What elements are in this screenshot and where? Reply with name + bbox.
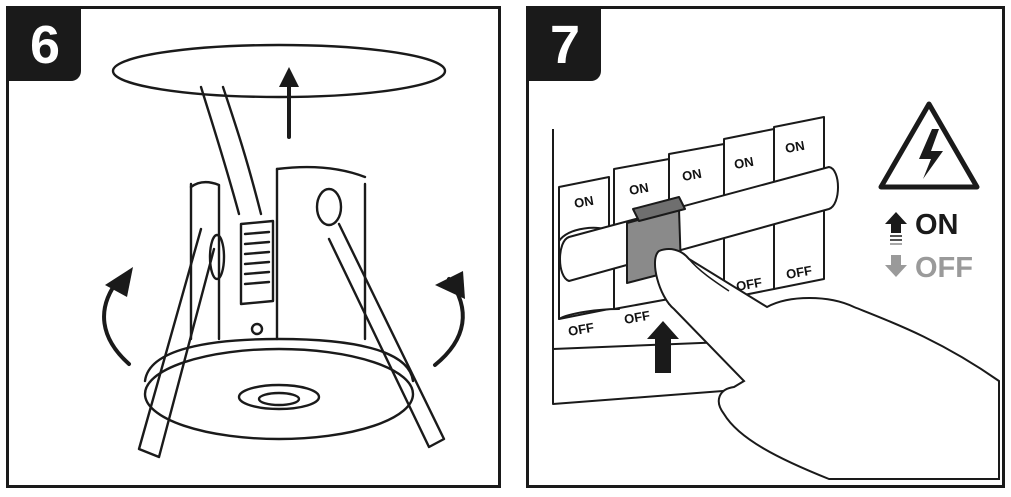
legend-on: ON	[885, 209, 959, 245]
step-number-badge: 6	[9, 9, 81, 81]
right-rotate-arrow-icon	[435, 271, 465, 299]
step-7-panel: 7	[526, 6, 1005, 488]
on-label: ON	[681, 166, 703, 184]
breaker-switch-illustration: ON ON ON ON ON OFF OFF OFF OFF ON	[552, 101, 1000, 480]
ceiling-hole-outline	[111, 43, 447, 99]
step-6-panel: 6	[6, 6, 501, 488]
legend-on-label: ON	[915, 209, 959, 241]
electrical-hazard-icon	[878, 101, 980, 190]
on-label: ON	[733, 154, 755, 172]
off-label: OFF	[785, 263, 813, 282]
off-label: OFF	[735, 275, 763, 294]
downlight-installation-illustration	[102, 43, 465, 459]
right-spring-leg	[327, 222, 446, 449]
on-label: ON	[628, 180, 650, 198]
legend-off: OFF	[885, 252, 973, 284]
downlight-bezel	[143, 347, 415, 441]
on-label: ON	[784, 138, 806, 156]
hand-pressing-switch	[654, 248, 1000, 480]
switch-up-arrow-icon	[647, 321, 679, 373]
legend-off-arrow-icon	[885, 255, 907, 277]
left-spring-leg	[137, 227, 216, 459]
off-label: OFF	[623, 308, 651, 327]
legend-on-arrow-icon	[885, 212, 907, 233]
off-label: OFF	[567, 320, 595, 339]
on-label: ON	[573, 193, 595, 211]
legend-off-label: OFF	[915, 252, 973, 284]
push-up-arrow-icon	[279, 67, 299, 87]
power-cable	[199, 85, 263, 216]
off-labels: OFF OFF OFF OFF	[567, 263, 813, 339]
step-number-badge: 7	[529, 9, 601, 81]
left-rotate-arrow-icon	[105, 267, 133, 297]
on-labels: ON ON ON ON ON	[573, 138, 806, 211]
